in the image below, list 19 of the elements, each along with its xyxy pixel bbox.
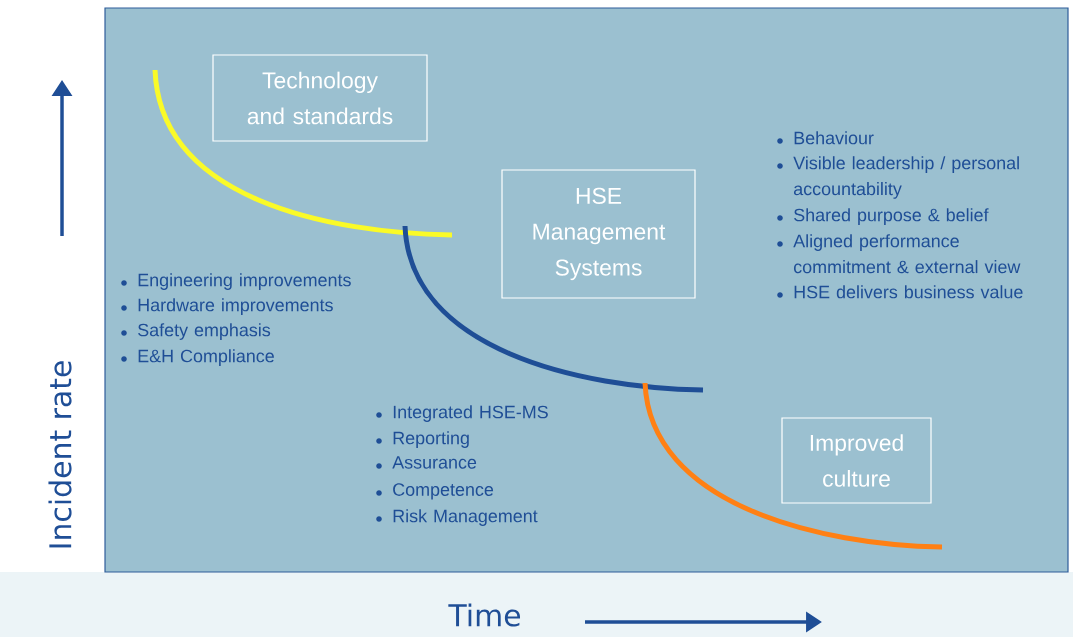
bullet-text: Reporting xyxy=(393,431,469,448)
bullet-text: Hardware improvements xyxy=(138,298,333,315)
bullet-text: Assurance xyxy=(392,456,477,469)
bullet-text: Behaviour xyxy=(794,131,874,145)
text-box: HSE Management Systems xyxy=(501,169,696,299)
axis-title: Time xyxy=(448,603,520,627)
bullet-text: Safety emphasis xyxy=(138,323,271,340)
bullet-text: HSE delivers business value xyxy=(794,285,1023,299)
text-box: Improved culture xyxy=(781,417,932,504)
bullet-text: Integrated HSE-MS xyxy=(393,405,548,422)
bullet-text: Risk Management xyxy=(393,509,538,526)
axis-title: Incident rate xyxy=(48,361,72,548)
text-box: Technology and standards xyxy=(212,54,428,142)
bullet-text: Competence xyxy=(393,483,494,500)
bullet-text: Aligned performance commitment & external view xyxy=(793,234,1021,274)
bullet-text: Shared purpose & belief xyxy=(794,208,989,225)
bullet-text: Engineering improvements xyxy=(138,273,351,290)
bullet-text: E&H Compliance xyxy=(138,349,274,366)
bullet-text: Visible leadership / personal accountability xyxy=(793,156,1019,199)
